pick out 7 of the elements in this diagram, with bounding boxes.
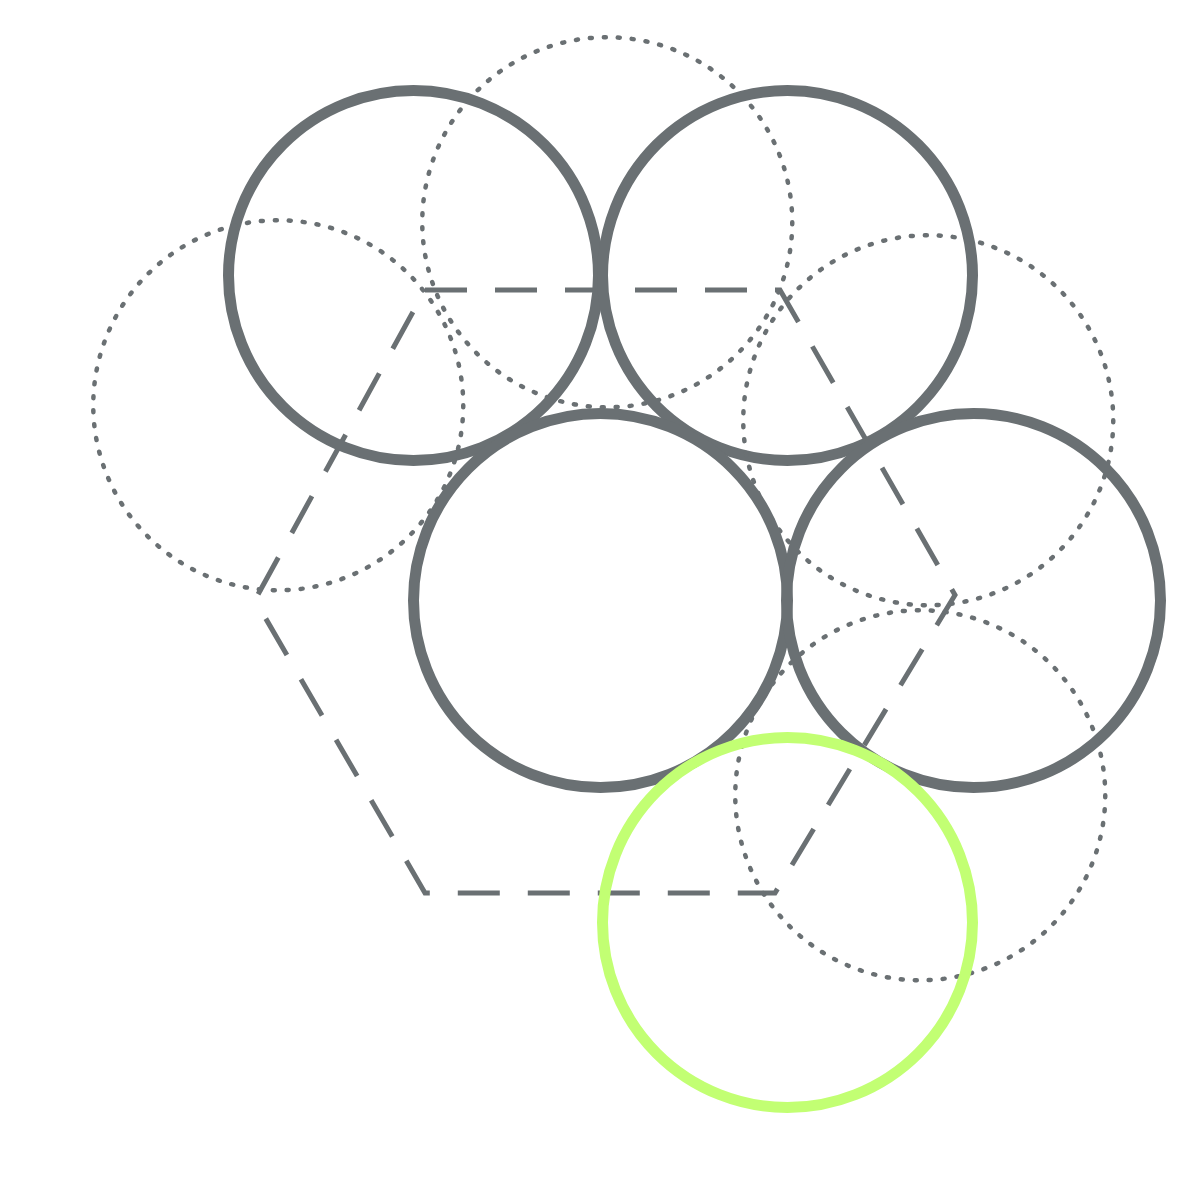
dotted-circle (419, 34, 795, 410)
solid-circle (407, 407, 793, 793)
dotted-circle (90, 217, 466, 593)
dotted-circle (740, 232, 1116, 608)
highlighted-circle (596, 731, 978, 1113)
solid-circle (780, 407, 1166, 793)
dotted-circle (732, 607, 1108, 983)
